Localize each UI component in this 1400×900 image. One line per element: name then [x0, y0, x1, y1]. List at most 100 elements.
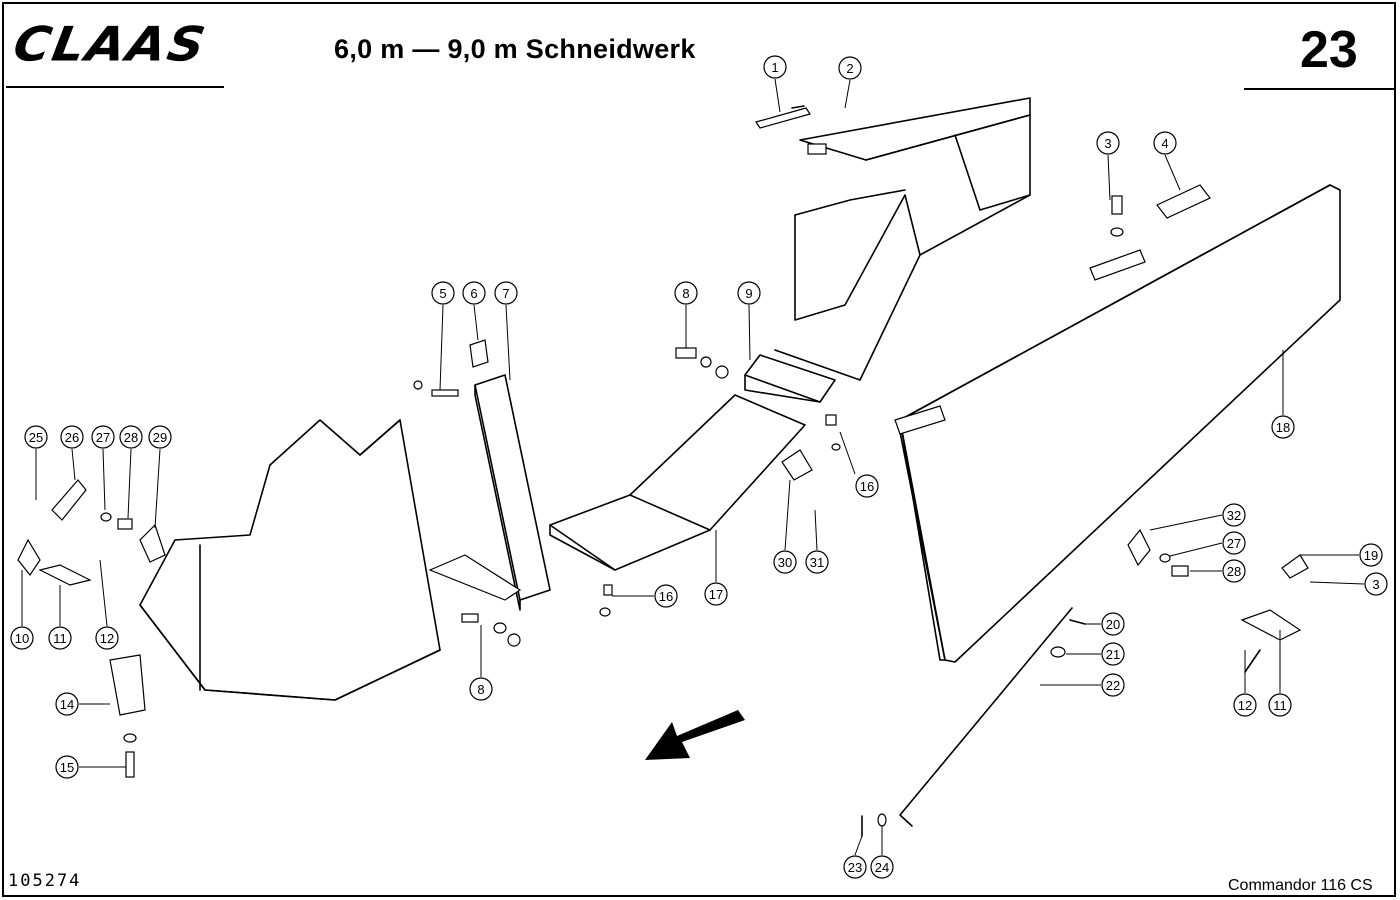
callout-label: 1	[771, 60, 778, 75]
left-hardware	[17, 479, 166, 778]
callout-label: 18	[1276, 420, 1290, 435]
callout-19: 19	[1359, 543, 1383, 567]
callout-label: 6	[470, 286, 477, 301]
end-housing-part	[139, 419, 441, 701]
callout-29: 29	[148, 425, 172, 449]
callout-label: 27	[96, 430, 110, 445]
plate-part	[744, 354, 836, 403]
callout-27: 27	[1222, 531, 1246, 555]
callout-28: 28	[119, 425, 143, 449]
callout-16: 16	[654, 584, 678, 608]
callout-32: 32	[1222, 503, 1246, 527]
callout-30: 30	[773, 550, 797, 574]
callout-5: 5	[431, 281, 455, 305]
callout-12: 12	[95, 626, 119, 650]
callout-11: 11	[48, 626, 72, 650]
rod-part	[861, 607, 1086, 837]
callout-label: 28	[124, 430, 138, 445]
callout-7: 7	[494, 281, 518, 305]
callout-label: 25	[29, 430, 43, 445]
callout-12: 12	[1233, 693, 1257, 717]
callout-label: 8	[477, 682, 484, 697]
direction-arrow-icon	[645, 710, 745, 760]
callout-label: 24	[875, 860, 889, 875]
callout-9: 9	[737, 281, 761, 305]
callout-label: 32	[1227, 508, 1241, 523]
callout-label: 7	[502, 286, 509, 301]
callout-label: 3	[1104, 136, 1111, 151]
callout-4: 4	[1153, 131, 1177, 155]
callout-label: 5	[439, 286, 446, 301]
callout-label: 12	[1238, 698, 1252, 713]
right-hardware	[1127, 528, 1309, 673]
drawing-number: 105274	[8, 871, 82, 891]
tray-part	[549, 394, 806, 571]
callout-28: 28	[1222, 559, 1246, 583]
callout-label: 16	[860, 479, 874, 494]
callout-label: 23	[848, 860, 862, 875]
callout-label: 11	[53, 631, 67, 646]
callout-label: 22	[1106, 678, 1120, 693]
callout-1: 1	[763, 55, 787, 79]
page-title: 6,0 m — 9,0 m Schneidwerk	[334, 34, 696, 64]
callout-16: 16	[855, 474, 879, 498]
callout-8: 8	[674, 281, 698, 305]
callout-14: 14	[55, 692, 79, 716]
page-number-underline	[1244, 88, 1394, 90]
hinge-part	[1156, 184, 1211, 219]
callout-2: 2	[838, 56, 862, 80]
callout-label: 11	[1273, 698, 1287, 713]
callout-18: 18	[1271, 415, 1295, 439]
callout-label: 14	[60, 697, 74, 712]
callout-22: 22	[1101, 673, 1125, 697]
callout-11: 11	[1268, 693, 1292, 717]
callout-10: 10	[10, 626, 34, 650]
callout-6: 6	[462, 281, 486, 305]
brand-underline	[6, 86, 224, 88]
callout-label: 27	[1227, 536, 1241, 551]
callout-label: 10	[15, 631, 29, 646]
callout-26: 26	[60, 425, 84, 449]
center-fasteners	[413, 347, 841, 647]
model-name: Commandor 116 CS	[1228, 877, 1373, 894]
callout-label: 21	[1106, 647, 1120, 662]
callout-label: 28	[1227, 564, 1241, 579]
callout-label: 20	[1106, 617, 1120, 632]
side-panel-part	[894, 184, 1341, 663]
callout-label: 4	[1161, 136, 1168, 151]
callout-24: 24	[870, 855, 894, 879]
callout-label: 19	[1364, 548, 1378, 563]
callout-3: 3	[1364, 572, 1388, 596]
bolt-part	[1110, 195, 1124, 237]
top-cover-part	[774, 97, 1031, 381]
callout-20: 20	[1101, 612, 1125, 636]
callout-25: 25	[24, 425, 48, 449]
callout-label: 9	[745, 286, 752, 301]
callout-label: 15	[60, 760, 74, 775]
callout-31: 31	[805, 550, 829, 574]
callout-8: 8	[469, 677, 493, 701]
callout-23: 23	[843, 855, 867, 879]
callout-label: 12	[100, 631, 114, 646]
callout-27: 27	[91, 425, 115, 449]
callout-label: 26	[65, 430, 79, 445]
callout-label: 30	[778, 555, 792, 570]
callout-label: 8	[682, 286, 689, 301]
leader-lines	[21, 78, 1365, 856]
callout-label: 31	[810, 555, 824, 570]
callout-21: 21	[1101, 642, 1125, 666]
bracket-part	[781, 449, 813, 481]
callout-label: 3	[1372, 577, 1379, 592]
page-number: 23	[1300, 21, 1358, 79]
strip-part	[755, 105, 811, 129]
post-part	[428, 339, 551, 611]
callout-label: 17	[709, 587, 723, 602]
callout-label: 16	[659, 589, 673, 604]
callout-label: 2	[846, 61, 853, 76]
callout-15: 15	[55, 755, 79, 779]
callout-3: 3	[1096, 131, 1120, 155]
